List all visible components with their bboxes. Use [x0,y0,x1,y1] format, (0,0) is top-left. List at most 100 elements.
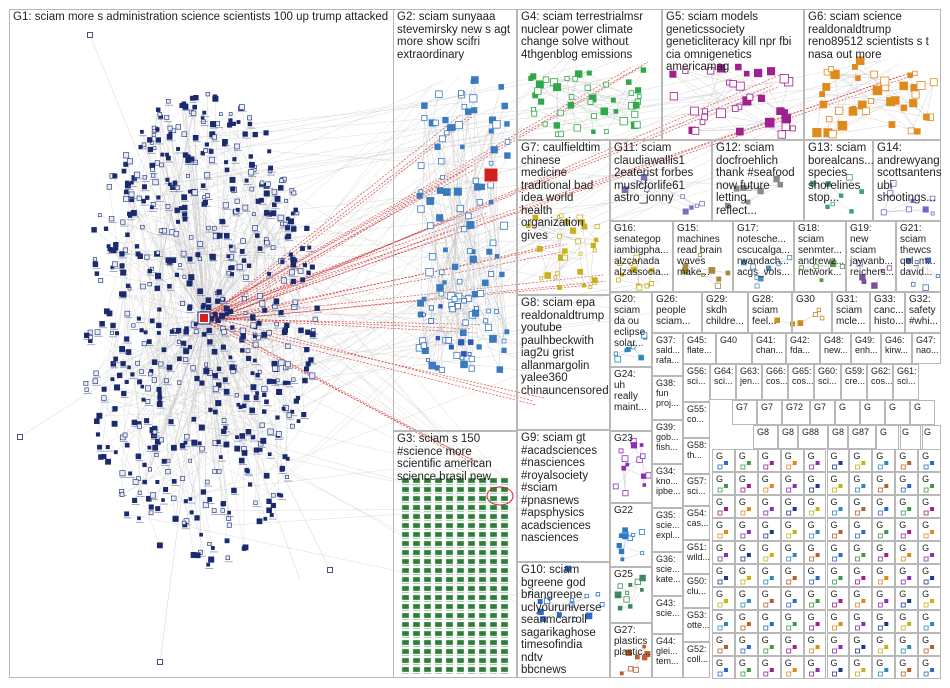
small-group-tile: G [780,564,804,587]
group-label: G38: fun proj... [656,378,679,408]
group-box-g15: G15: machines read brain waves make... [673,221,733,292]
small-group-tile: G [734,518,758,541]
small-group-tile-label: G [761,566,769,576]
group-label: G10: sciam bgreene god briangreene uclyo… [521,564,602,676]
group-box-g39: G39: gob... fish... [652,420,683,464]
group-box-g32: G32: safety #whi... [905,292,941,333]
small-group-tile-label: G [889,402,897,412]
small-group-tile: G [712,495,735,518]
small-group-tile-label: G [784,520,792,530]
group-box-g88: G88 [798,425,828,449]
small-group-tile-label: G [839,402,847,412]
group-box-g8b: G8 [778,425,798,449]
group-label: G17: notesche... cscucalga... rwandach..… [737,223,790,278]
group-label: G7 [814,402,827,412]
small-group-tile-label: G [807,543,815,553]
small-group-tile: G [910,400,935,425]
small-group-tile-label: G [922,658,930,668]
small-group-tile: G [895,656,919,679]
small-group-tile: G [734,587,758,610]
small-group-tile: G [757,449,781,472]
small-group-tile: G [849,564,873,587]
small-group-tile-label: G [807,520,815,530]
group-label: G8 [832,427,845,437]
small-group-tile-label: G [830,612,838,622]
small-group-tile: G [780,495,804,518]
small-group-tile-label: G [922,520,930,530]
small-group-tile-label: G [761,635,769,645]
small-group-tile-label: G [853,589,861,599]
small-group-tile: G [734,495,758,518]
small-group-tile: G [712,587,735,610]
small-group-tile-label: G [738,543,746,553]
small-group-tile-label: G [922,635,930,645]
group-label: G42: fda... [790,335,811,355]
small-group-tile-label: G [830,497,838,507]
small-group-tile: G [849,633,873,656]
group-box-g72: G72 [782,400,810,425]
small-group-tile-label: G [784,612,792,622]
group-label: G45: flate... [687,335,712,355]
group-box-g20: G20: sciam da ou eclipse solar... [610,292,652,367]
small-group-tile-label: G [853,566,861,576]
group-label: G7: caulfieldtim chinese medicine tradit… [521,142,601,242]
small-group-tile: G [895,495,919,518]
small-group-tile-label: G [784,635,792,645]
small-group-tile-label: G [716,543,724,553]
small-group-tile: G [918,449,941,472]
small-group-tile: G [780,633,804,656]
small-group-tile: G [757,633,781,656]
small-group-tile: G [757,587,781,610]
group-label: G61: sci... [897,366,917,386]
group-label: G23 [614,433,633,444]
group-label: G14: andrewyang scottsantens ubi shootin… [877,142,942,204]
small-group-tile-label: G [876,543,884,553]
small-group-tile: G [918,587,941,610]
small-group-tile-label: G [853,474,861,484]
group-box-g31: G31: sciam mcle... [832,292,870,333]
small-group-tile-label: G [807,612,815,622]
small-group-tile: G [757,518,781,541]
small-group-tile: G [803,541,827,564]
group-label: G53: otte... [687,610,710,630]
small-group-tile-label: G [899,612,907,622]
group-box-g36: G36: scie... kate... [652,552,683,596]
small-group-tile-label: G [807,497,815,507]
small-group-tile-label: G [738,520,746,530]
small-group-tile: G [826,564,850,587]
small-group-tile-label: G [761,612,769,622]
small-group-tile: G [803,472,827,495]
group-label: G59: cre... [845,366,866,386]
group-box-g65: G65: cos... [788,364,814,400]
group-box-g2: G2: sciam sunyaaa stevemirsky new s agt … [393,9,517,431]
group-label: G51: wild... [687,542,711,562]
small-group-tile: G [872,610,896,633]
group-label: G62: cos... [871,366,893,386]
small-group-tile: G [803,495,827,518]
small-group-tile: G [826,656,850,679]
group-label: G49: enh... [855,335,878,355]
group-label: G34: kno... ipbe... [656,466,681,496]
group-label: G50: clu... [687,576,707,596]
group-label: G19: new sciam jayvanb... reichers... [850,223,894,278]
small-group-tile-label: G [880,427,888,437]
small-group-tile: G [712,656,735,679]
group-box-g28: G28: sciam feel... [748,292,792,333]
small-group-tile-label: G [922,497,930,507]
small-group-tile-label: G [830,566,838,576]
group-label: G41: chan... [756,335,784,355]
small-group-tile: G [712,564,735,587]
small-group-tile-label: G [738,635,746,645]
group-label: G56: sci... [687,366,707,386]
group-box-g17: G17: notesche... cscucalga... rwandach..… [733,221,794,292]
small-group-tile-label: G [902,427,910,437]
small-group-tile: G [872,518,896,541]
small-group-tile-label: G [899,451,907,461]
small-group-tile-label: G [716,474,724,484]
group-box-g18: G18: sciam senmter... andrewz... network… [794,221,846,292]
group-box-g3: G3: sciam s 150 #science more scientific… [393,431,517,678]
small-group-tile: G [780,541,804,564]
group-box-g43: G43: scie... [652,596,683,634]
